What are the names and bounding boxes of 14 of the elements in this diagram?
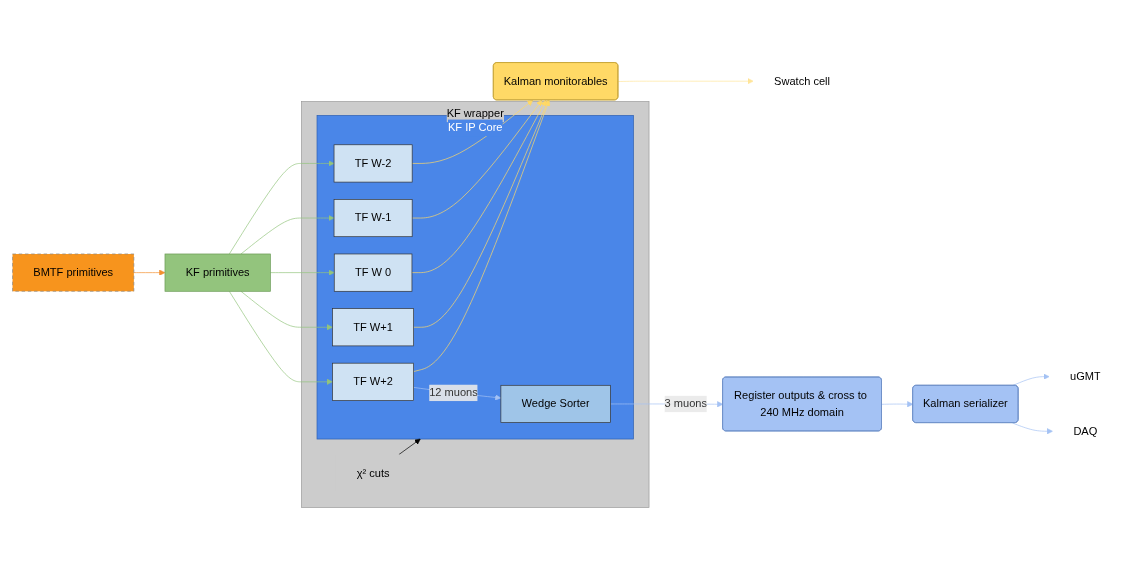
node-box: TF W-1 <box>333 198 413 237</box>
edge-label: 12 muons <box>429 386 478 398</box>
node-box: TF W+2 <box>332 362 414 401</box>
node-text: χ² cuts <box>356 466 390 479</box>
node-box: Wedge Sorter <box>500 384 611 423</box>
edge-label: 3 muons <box>664 397 707 409</box>
node-box: TF W+1 <box>332 307 414 346</box>
node-box: BMTF primitives <box>12 253 135 292</box>
node-text: DAQ <box>1073 424 1098 437</box>
node-box: TF W 0 <box>333 253 413 292</box>
node-text: Swatch cell <box>774 74 830 87</box>
node-box: KF primitives <box>164 253 271 292</box>
node-box: TF W-2 <box>333 143 413 182</box>
node-text: uGMT <box>1070 369 1101 382</box>
